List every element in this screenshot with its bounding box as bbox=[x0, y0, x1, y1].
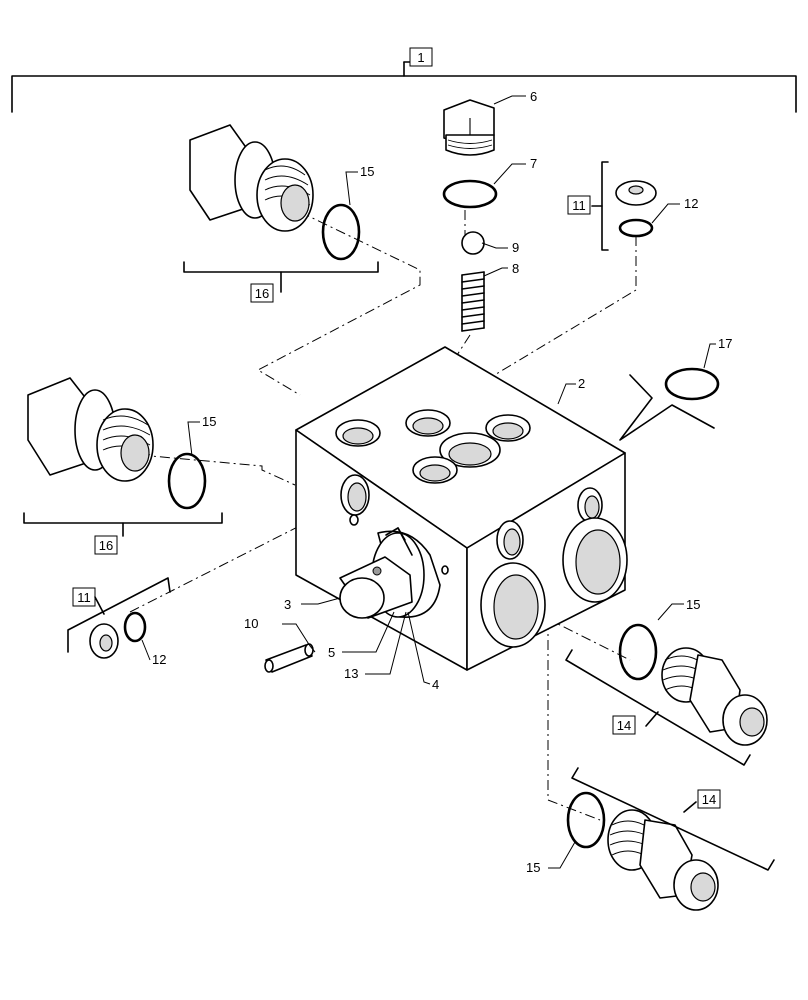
lower-plug-group[interactable] bbox=[67, 577, 171, 659]
bracket-17 bbox=[619, 374, 715, 441]
right-face-ports bbox=[480, 487, 628, 648]
bracket-14-upper bbox=[565, 649, 751, 766]
o-ring-17[interactable] bbox=[664, 367, 720, 401]
callout-13: 13 bbox=[344, 666, 358, 681]
o-ring-15-upper[interactable] bbox=[321, 203, 361, 261]
bracket-16-upper bbox=[183, 261, 379, 293]
callout-16-left: 16 bbox=[99, 538, 113, 553]
callout-9: 9 bbox=[512, 240, 519, 255]
callout-5: 5 bbox=[328, 645, 335, 660]
callout-16-upper: 16 bbox=[255, 286, 269, 301]
left-face-ports bbox=[340, 474, 449, 575]
callout-16-box-left[interactable]: 16 bbox=[94, 535, 118, 555]
seal-12-lower[interactable] bbox=[123, 611, 147, 643]
callout-4: 4 bbox=[432, 677, 439, 692]
callout-8: 8 bbox=[512, 261, 519, 276]
callout-11-box-lower[interactable]: 11 bbox=[72, 587, 96, 607]
callout-14-box-lower[interactable]: 14 bbox=[697, 789, 721, 809]
callout-15-lower: 15 bbox=[526, 860, 540, 875]
fitting-left[interactable] bbox=[27, 377, 154, 482]
fitting-right-lower[interactable] bbox=[607, 809, 719, 911]
callout-1: 1 bbox=[417, 50, 424, 65]
callout-15-left: 15 bbox=[202, 414, 216, 429]
o-ring-7[interactable] bbox=[442, 179, 498, 209]
leader-lines bbox=[141, 95, 716, 869]
callout-11-upper: 11 bbox=[572, 198, 586, 213]
callout-10: 10 bbox=[244, 616, 258, 631]
callout-15-right: 15 bbox=[686, 597, 700, 612]
upper-plug-group[interactable] bbox=[591, 161, 657, 251]
callout-7: 7 bbox=[530, 156, 537, 171]
plug[interactable] bbox=[443, 99, 495, 156]
fitting-upper-left[interactable] bbox=[189, 124, 314, 232]
fitting-right-upper[interactable] bbox=[661, 647, 768, 746]
o-ring-15-left[interactable] bbox=[167, 452, 207, 510]
callout-14-upper: 14 bbox=[617, 718, 631, 733]
assembly-bracket bbox=[11, 61, 797, 113]
o-ring-15-lower[interactable] bbox=[566, 791, 606, 849]
o-ring-15-right[interactable] bbox=[618, 623, 658, 681]
bracket-14-lower bbox=[571, 767, 775, 871]
callout-12-upper: 12 bbox=[684, 196, 698, 211]
spring[interactable] bbox=[461, 271, 485, 332]
callout-16-box-upper[interactable]: 16 bbox=[250, 283, 274, 303]
seal-12-upper[interactable] bbox=[618, 218, 654, 238]
callout-3: 3 bbox=[284, 597, 291, 612]
callout-6: 6 bbox=[530, 89, 537, 104]
callout-17: 17 bbox=[718, 336, 732, 351]
spool-assembly[interactable] bbox=[339, 527, 441, 619]
callout-1-box[interactable]: 1 bbox=[409, 47, 433, 67]
callout-11-box-upper[interactable]: 11 bbox=[567, 195, 591, 215]
callout-15-upper: 15 bbox=[360, 164, 374, 179]
callout-14-lower: 14 bbox=[702, 792, 716, 807]
check-ball[interactable] bbox=[461, 231, 485, 255]
callout-labels: 6 7 9 8 12 15 15 17 2 3 10 5 13 4 12 15 … bbox=[152, 89, 732, 875]
callout-11-lower: 11 bbox=[77, 590, 91, 605]
top-ports bbox=[335, 409, 531, 484]
callout-12-lower: 12 bbox=[152, 652, 166, 667]
valve-block[interactable] bbox=[295, 346, 628, 671]
bracket-16-left bbox=[23, 512, 223, 537]
callout-2: 2 bbox=[578, 376, 585, 391]
roll-pin[interactable] bbox=[264, 643, 314, 673]
callout-14-box-upper[interactable]: 14 bbox=[612, 715, 636, 735]
